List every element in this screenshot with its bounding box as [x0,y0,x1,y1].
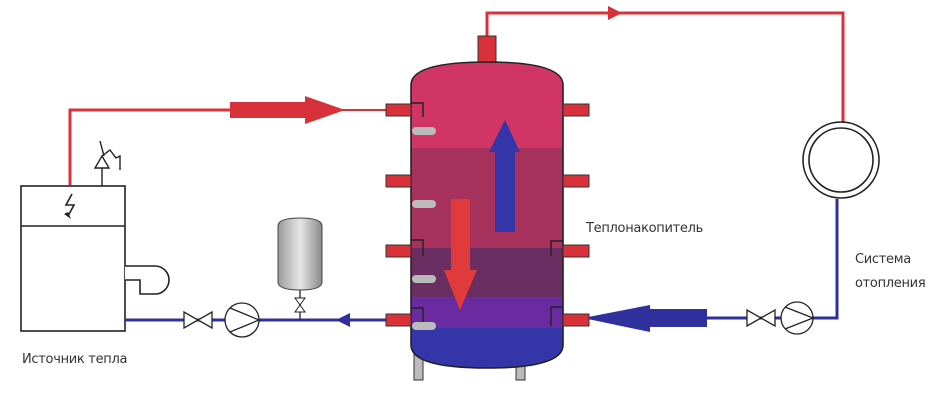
safety-valve-icon [93,140,121,186]
expansion-tank [277,217,323,320]
radiator-icon [802,121,880,199]
temperature-sensors [412,127,436,330]
heat-source-label: Источник тепла [22,352,128,367]
heating-system-label-line1: Система [855,252,911,267]
lightning-icon [64,193,76,217]
flow-direction-arrow-icon [608,6,622,20]
pump-icon [224,302,261,338]
boiler [20,185,170,332]
supply-line-from-boiler [68,108,230,185]
supply-line-to-heating [485,11,845,122]
rising-flow-arrow-icon [489,120,520,232]
return-flow-arrow-icon [583,305,707,332]
storage-tank [410,35,564,381]
valve-icon [746,308,776,328]
heating-system-label-line2: отопления [855,276,926,291]
return-line-from-heating [590,199,839,320]
storage-tank-label: Теплонакопитель [586,221,703,236]
sinking-flow-arrow-icon [444,199,477,310]
internal-pipe-bends [411,102,563,326]
pump-icon [780,301,815,335]
return-direction-arrow-icon [336,313,350,327]
tank-nozzles [385,103,590,327]
valve-icon [183,310,213,330]
supply-flow-arrow-icon [230,96,345,124]
